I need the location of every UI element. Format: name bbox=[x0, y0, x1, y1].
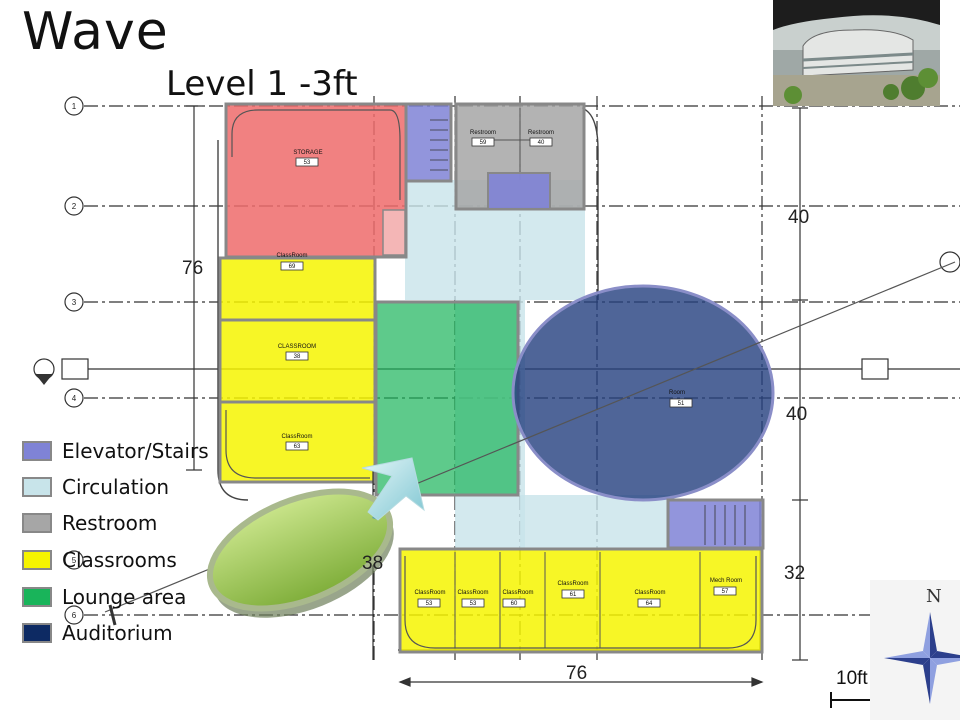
room-number-bottom-4: 61 bbox=[570, 592, 577, 598]
room-label-restroom-1: Restroom bbox=[470, 130, 496, 136]
dimension-right-40-mid: 40 bbox=[786, 404, 808, 425]
grid-label-5: 5 bbox=[72, 556, 77, 565]
section-marker-left bbox=[33, 358, 89, 385]
room-label-classroom-b: CLASSROOM bbox=[278, 344, 316, 350]
legend-label: Restroom bbox=[62, 511, 158, 535]
room-label-classroom-a: ClassRoom bbox=[276, 253, 307, 259]
room-number-bottom-1: 53 bbox=[426, 601, 433, 607]
dimension-bottom-38: 38 bbox=[362, 553, 384, 574]
room-label-bottom-2: ClassRoom bbox=[457, 590, 488, 596]
north-compass: N bbox=[870, 580, 960, 720]
room-number-room: 51 bbox=[678, 401, 685, 407]
legend-item-circulation: Circulation bbox=[22, 474, 169, 500]
room-label-restroom-2: Restroom bbox=[528, 130, 554, 136]
dimension-lines bbox=[186, 105, 808, 687]
elevator-restroom bbox=[487, 172, 551, 210]
room-number-bottom-5: 64 bbox=[646, 601, 653, 607]
scale-label: 10ft bbox=[836, 668, 868, 689]
room-number-bottom-3: 60 bbox=[511, 601, 518, 607]
legend-label: Circulation bbox=[62, 475, 170, 499]
legend-swatch-elevator-stairs bbox=[22, 441, 52, 461]
room-number-bottom-2: 53 bbox=[470, 601, 477, 607]
classroom-middle-left bbox=[218, 318, 377, 404]
grid-label-1: 1 bbox=[72, 102, 77, 111]
legend-label: Elevator/Stairs bbox=[62, 439, 209, 463]
room-number-restroom-1: 59 bbox=[480, 140, 487, 146]
grid-label-2: 2 bbox=[72, 202, 77, 211]
legend-swatch-classrooms bbox=[22, 550, 52, 570]
elevator-stairs-bottom bbox=[666, 498, 765, 550]
room-number-classroom-c: 63 bbox=[294, 444, 301, 450]
room-number-mech: 57 bbox=[722, 589, 729, 595]
room-number-restroom-2: 40 bbox=[538, 140, 545, 146]
legend-item-elevator-stairs: Elevator/Stairs bbox=[22, 438, 209, 464]
legend-item-auditorium: Auditorium bbox=[22, 620, 173, 646]
building-render-thumbnail bbox=[773, 0, 940, 106]
legend-item-classrooms: Classrooms bbox=[22, 547, 177, 573]
grid-label-3: 3 bbox=[72, 298, 77, 307]
dimension-right-32: 32 bbox=[784, 563, 806, 584]
room-label-bottom-4: ClassRoom bbox=[557, 581, 588, 587]
room-label-bottom-5: ClassRoom bbox=[634, 590, 665, 596]
entrance-blob bbox=[206, 488, 394, 618]
elevator-stairs-top bbox=[404, 102, 453, 183]
page-title: Wave bbox=[22, 2, 169, 62]
classroom-bottom-left bbox=[218, 400, 377, 484]
page-subtitle: Level 1 -3ft bbox=[166, 64, 358, 104]
room-label-storage: STORAGE bbox=[293, 150, 322, 156]
circulation-lower bbox=[520, 495, 670, 550]
section-marker-top-right bbox=[939, 251, 960, 273]
legend-swatch-auditorium bbox=[22, 623, 52, 643]
room-label-room: Room bbox=[669, 390, 685, 396]
compass-north-letter: N bbox=[926, 586, 942, 607]
auditorium bbox=[511, 284, 775, 502]
storage-room bbox=[224, 102, 408, 259]
room-label-classroom-c: ClassRoom bbox=[281, 434, 312, 440]
legend-item-restroom: Restroom bbox=[22, 510, 157, 536]
legend-swatch-circulation bbox=[22, 477, 52, 497]
room-label-bottom-1: ClassRoom bbox=[414, 590, 445, 596]
classrooms-bottom bbox=[398, 547, 764, 654]
room-label-bottom-3: ClassRoom bbox=[502, 590, 533, 596]
dimension-bottom-76: 76 bbox=[566, 663, 588, 684]
legend-label: Classrooms bbox=[62, 548, 177, 572]
ramp-end-marker bbox=[108, 604, 117, 626]
legend-label: Lounge area bbox=[62, 585, 187, 609]
legend-label: Auditorium bbox=[62, 621, 173, 645]
room-label-mech: Mech Room bbox=[710, 578, 742, 584]
room-number-classroom-b: 38 bbox=[294, 354, 301, 360]
grid-label-6: 6 bbox=[72, 611, 77, 620]
room-number-classroom-a: 69 bbox=[289, 264, 296, 270]
grid-label-4: 4 bbox=[72, 394, 77, 403]
legend-swatch-lounge-area bbox=[22, 587, 52, 607]
dimension-left-76: 76 bbox=[182, 258, 204, 279]
section-marker-right bbox=[861, 358, 889, 380]
direction-arrow bbox=[361, 457, 425, 521]
room-number-storage: 53 bbox=[304, 160, 311, 166]
grid-bubbles bbox=[64, 96, 84, 625]
dimension-right-40-top: 40 bbox=[788, 207, 810, 228]
legend-swatch-restroom bbox=[22, 513, 52, 533]
legend-item-lounge-area: Lounge area bbox=[22, 584, 186, 610]
